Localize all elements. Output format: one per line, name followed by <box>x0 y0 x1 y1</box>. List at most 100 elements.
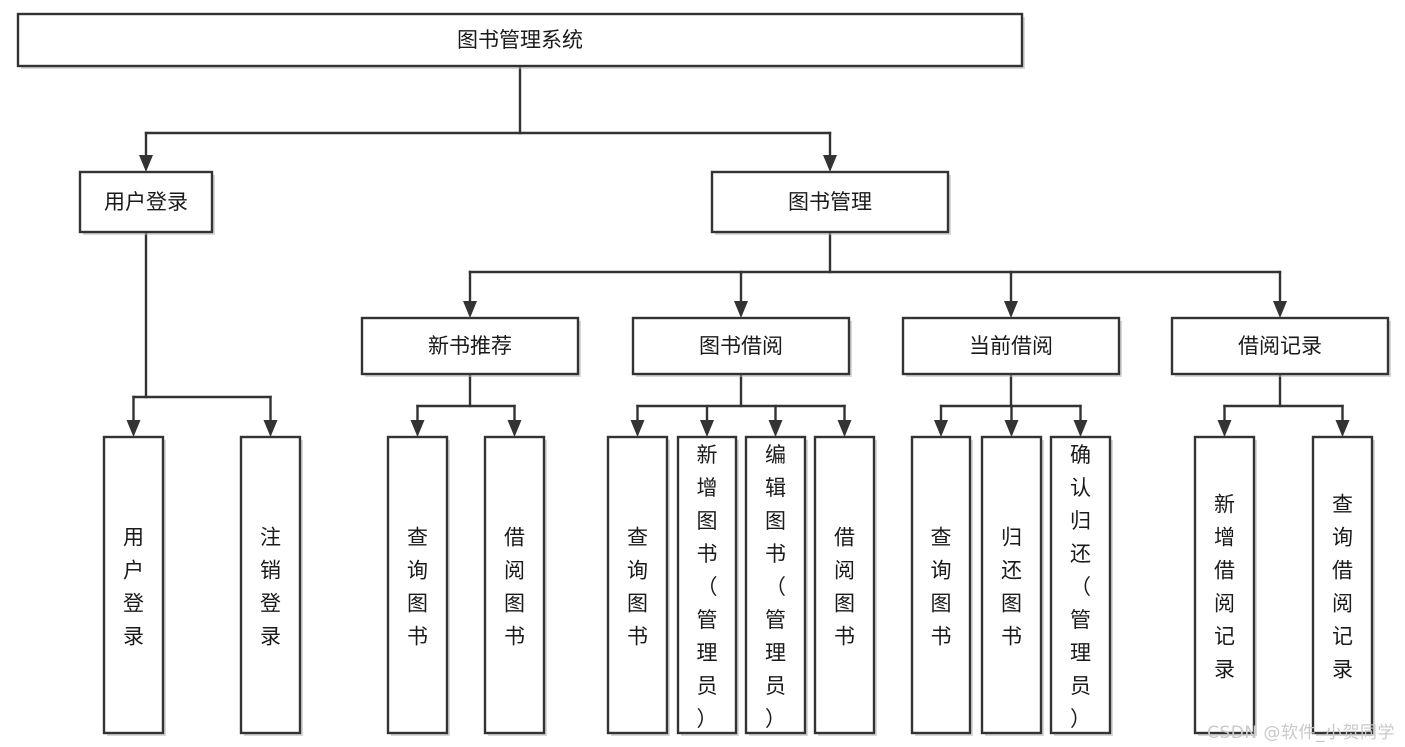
node-label-char: 还 <box>1070 542 1091 566</box>
node-label-char: 认 <box>1070 476 1091 500</box>
node-label-char: 询 <box>1332 526 1353 550</box>
node-label-char: 图 <box>407 592 428 616</box>
arrow-head-icon <box>507 420 522 437</box>
node-label: 用户登录 <box>104 190 188 214</box>
node-label-char: 增 <box>697 476 718 500</box>
node-label-char: 询 <box>627 559 648 583</box>
node-label-char: 询 <box>407 559 428 583</box>
arrow-head-icon <box>1073 420 1088 437</box>
node-label-char: 新 <box>697 443 718 467</box>
node-label-char: 户 <box>123 559 144 583</box>
arrow-head-icon <box>837 420 852 437</box>
node-label-char: 借 <box>1214 559 1235 583</box>
node-label-char: 登 <box>123 592 144 616</box>
node-label-char: 归 <box>1001 526 1022 550</box>
node-label-char: 录 <box>1214 658 1235 682</box>
arrow-head-icon <box>126 420 141 437</box>
node-label-char: 查 <box>627 526 648 550</box>
node-book-management[interactable]: 图书管理 <box>710 170 951 235</box>
node-label-char: 理 <box>765 641 786 665</box>
node-label-char: 注 <box>260 526 281 550</box>
node-label-char: 书 <box>504 625 525 649</box>
node-label-char: 借 <box>1332 559 1353 583</box>
node-label-char: 阅 <box>504 559 525 583</box>
node-label-char: 查 <box>931 526 952 550</box>
node-label-char: 书 <box>697 542 718 566</box>
arrow-head-icon <box>823 155 837 172</box>
node-label-char: （ <box>1070 575 1091 599</box>
node-label-char: 编 <box>765 443 786 467</box>
node-label-char: 图 <box>834 592 855 616</box>
node-label-char: 记 <box>1332 625 1353 649</box>
arrow-head-icon <box>263 420 278 437</box>
node-label-char: 用 <box>123 526 144 550</box>
node-label-char: 询 <box>931 559 952 583</box>
node-label: 图书管理 <box>788 190 872 214</box>
node-label-char: 录 <box>260 625 281 649</box>
node-label-char: 图 <box>504 592 525 616</box>
arrow-head-icon <box>139 155 153 172</box>
arrow-head-icon <box>630 420 645 437</box>
node-label: 图书借阅 <box>699 334 783 358</box>
arrow-head-icon <box>1335 420 1350 437</box>
node-label-char: 理 <box>1070 641 1091 665</box>
arrow-head-icon <box>463 301 477 318</box>
node-label-char: 书 <box>407 625 428 649</box>
node-label-char: 登 <box>260 592 281 616</box>
arrow-head-icon <box>700 420 714 437</box>
node-book-borrow[interactable]: 图书借阅 <box>631 316 852 377</box>
node-label: 当前借阅 <box>969 334 1053 358</box>
node-label-char: 归 <box>1070 509 1091 533</box>
node-label-char: 辑 <box>765 476 786 500</box>
node-current-borrow[interactable]: 当前借阅 <box>901 316 1122 377</box>
node-label-char: （ <box>697 575 718 599</box>
node-label-char: 管 <box>697 608 718 632</box>
node-new-book-recommend[interactable]: 新书推荐 <box>360 316 581 377</box>
node-label-char: ） <box>1070 707 1091 731</box>
node-label: 图书管理系统 <box>457 28 583 52</box>
node-label-char: ） <box>765 707 786 731</box>
node-user-login[interactable]: 用户登录 <box>78 170 215 235</box>
node-label-char: （ <box>765 575 786 599</box>
node-leaf-user-login[interactable]: 用户登录 <box>102 435 166 736</box>
node-label-char: 还 <box>1001 559 1022 583</box>
node-label-char: 销 <box>260 559 281 583</box>
node-label-char: 查 <box>1332 493 1353 517</box>
node-label-char: 阅 <box>1332 592 1353 616</box>
node-label-char: 书 <box>627 625 648 649</box>
arrow-head-icon <box>1273 301 1287 318</box>
node-root-root[interactable]: 图书管理系统 <box>16 12 1025 69</box>
connectors-layer <box>126 64 1350 437</box>
node-label-char: 借 <box>504 526 525 550</box>
node-label-char: 新 <box>1214 493 1235 517</box>
node-label-char: 员 <box>697 674 718 698</box>
node-label-char: 阅 <box>1214 592 1235 616</box>
node-label-char: ） <box>697 707 718 731</box>
nodes-layer: 图书管理系统用户登录图书管理新书推荐图书借阅当前借阅借阅记录用户登录注销登录查询… <box>16 12 1391 736</box>
node-borrow-records[interactable]: 借阅记录 <box>1170 316 1391 377</box>
arrow-head-icon <box>934 420 948 437</box>
arrow-head-icon <box>1004 420 1019 437</box>
node-label-char: 录 <box>1332 658 1353 682</box>
node-label-char: 理 <box>697 641 718 665</box>
node-label-char: 图 <box>627 592 648 616</box>
node-label-char: 图 <box>697 509 718 533</box>
node-label-char: 书 <box>931 625 952 649</box>
node-label-char: 员 <box>765 674 786 698</box>
node-label-char: 确 <box>1070 443 1091 467</box>
arrow-head-icon <box>1004 301 1018 318</box>
node-label-char: 查 <box>407 526 428 550</box>
